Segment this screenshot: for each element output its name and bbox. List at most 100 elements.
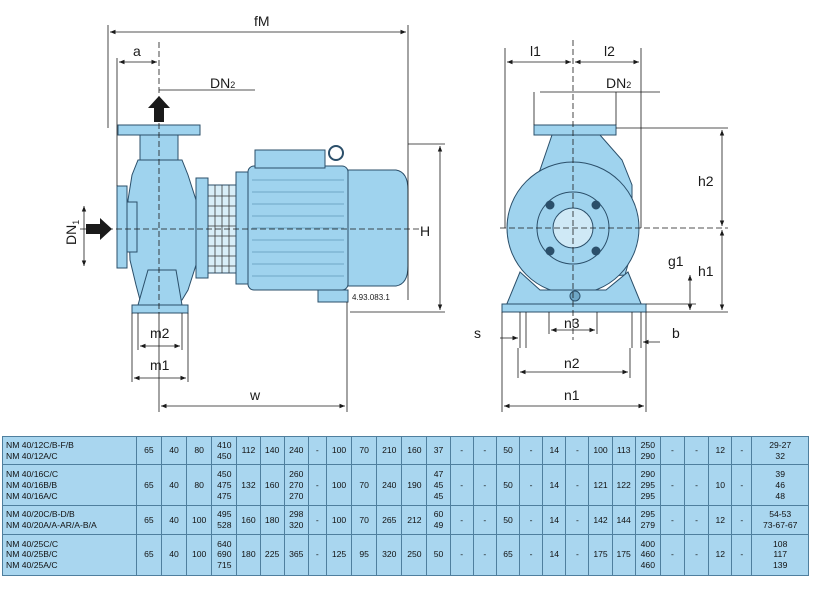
cell-value: - — [671, 479, 674, 490]
table-cell: 240 — [376, 464, 403, 507]
cell-value: 70 — [359, 479, 369, 490]
table-cell: 100 — [186, 505, 213, 535]
table-cell: - — [684, 464, 710, 507]
front-base-plate — [501, 303, 647, 313]
cell-value: 113 — [616, 445, 631, 456]
label-w: w — [249, 387, 261, 403]
cell-value: 117 — [773, 549, 788, 560]
cell-value: 270 — [289, 490, 304, 501]
cell-value: 48 — [775, 490, 785, 501]
cell-value: - — [695, 445, 699, 456]
cell-value: 210 — [382, 445, 397, 456]
cell-value: 475 — [217, 490, 232, 501]
lifting-eye — [328, 145, 344, 161]
table-cell: - — [472, 505, 497, 535]
table-cell: 50 — [495, 464, 521, 507]
cell-value: 12 — [715, 514, 726, 525]
pump-casing — [127, 159, 197, 301]
front-view-dimensions — [500, 40, 728, 412]
table-cell: 100 — [588, 435, 613, 466]
table-cell: 190 — [401, 464, 428, 507]
front-view — [501, 124, 647, 313]
table-cell: 100 — [325, 505, 353, 535]
label-s: s — [474, 325, 481, 341]
cell-value: 175 — [616, 549, 631, 560]
cell-value: 279 — [640, 520, 655, 530]
cell-value: 290 — [640, 469, 655, 480]
cell-value: 460 — [640, 560, 655, 571]
cell-value: - — [483, 479, 487, 490]
suction-flange — [116, 185, 128, 269]
table-cell: 14 — [542, 533, 567, 577]
cell-value: 298 — [289, 509, 304, 520]
table-cell: 160 — [401, 435, 428, 466]
cell-value: 95 — [359, 549, 369, 560]
model-name: NM 40/12A/C — [6, 450, 58, 461]
cell-value: - — [315, 514, 319, 525]
cell-value: 212 — [407, 514, 422, 525]
table-cell: - — [472, 533, 497, 577]
cell-value: 122 — [616, 479, 631, 490]
table-cell: - — [684, 435, 710, 466]
cell-value: 528 — [217, 520, 232, 530]
cell-value: - — [575, 445, 579, 456]
table-cell: 14 — [542, 435, 567, 466]
table-cell: 125 — [325, 533, 353, 577]
cell-value: 142 — [593, 514, 608, 525]
cell-value: - — [671, 549, 674, 560]
side-view-dimensions — [80, 25, 445, 412]
cell-value: - — [315, 479, 319, 490]
table-cell: - — [659, 533, 686, 577]
table-cell: - — [449, 464, 474, 507]
cell-value: - — [315, 549, 319, 560]
table-cell: 50 — [495, 435, 521, 466]
cell-value: - — [483, 549, 487, 560]
cell-value: - — [575, 479, 579, 490]
table-cell: - — [565, 464, 590, 507]
cell-value: 180 — [241, 549, 256, 560]
cell-value: 65 — [144, 549, 154, 560]
cell-value: - — [695, 479, 699, 490]
cell-value: 45 — [433, 479, 444, 490]
table-cell: 122 — [611, 464, 636, 507]
cell-value: 73-67-67 — [763, 520, 798, 530]
table-cell: 50 — [495, 505, 521, 535]
cell-value: 140 — [264, 445, 280, 456]
cell-value: - — [671, 514, 674, 525]
cell-value: 45 — [433, 490, 444, 501]
label-dn1: DN1 — [63, 220, 81, 245]
table-cell: - — [565, 533, 590, 577]
table-cell: 100 — [325, 435, 353, 466]
cell-value: 40 — [169, 514, 179, 525]
cell-value: 240 — [289, 445, 304, 456]
table-cell: 100 — [325, 464, 353, 507]
table-cell: - — [472, 464, 497, 507]
cell-value: 12 — [715, 445, 726, 456]
cell-value: - — [740, 514, 744, 525]
cell-value: 160 — [241, 514, 256, 525]
table-cell: - — [731, 464, 753, 507]
table-cell: 37 — [426, 435, 451, 466]
model-name: NM 40/25A/C — [6, 560, 58, 571]
cell-value: 225 — [264, 549, 280, 560]
table-cell: 142 — [588, 505, 613, 535]
cell-value: 450 — [217, 469, 232, 480]
cell-value: 250 — [407, 549, 422, 560]
cell-value: 54-53 — [769, 509, 792, 520]
cell-value: 240 — [382, 479, 397, 490]
cell-value: - — [460, 549, 464, 560]
table-cell: 65 — [495, 533, 521, 577]
model-name: NM 40/16A/C — [6, 490, 58, 501]
terminal-box — [254, 149, 326, 169]
cell-value: 47 — [433, 469, 444, 480]
table-cell: - — [307, 505, 327, 535]
